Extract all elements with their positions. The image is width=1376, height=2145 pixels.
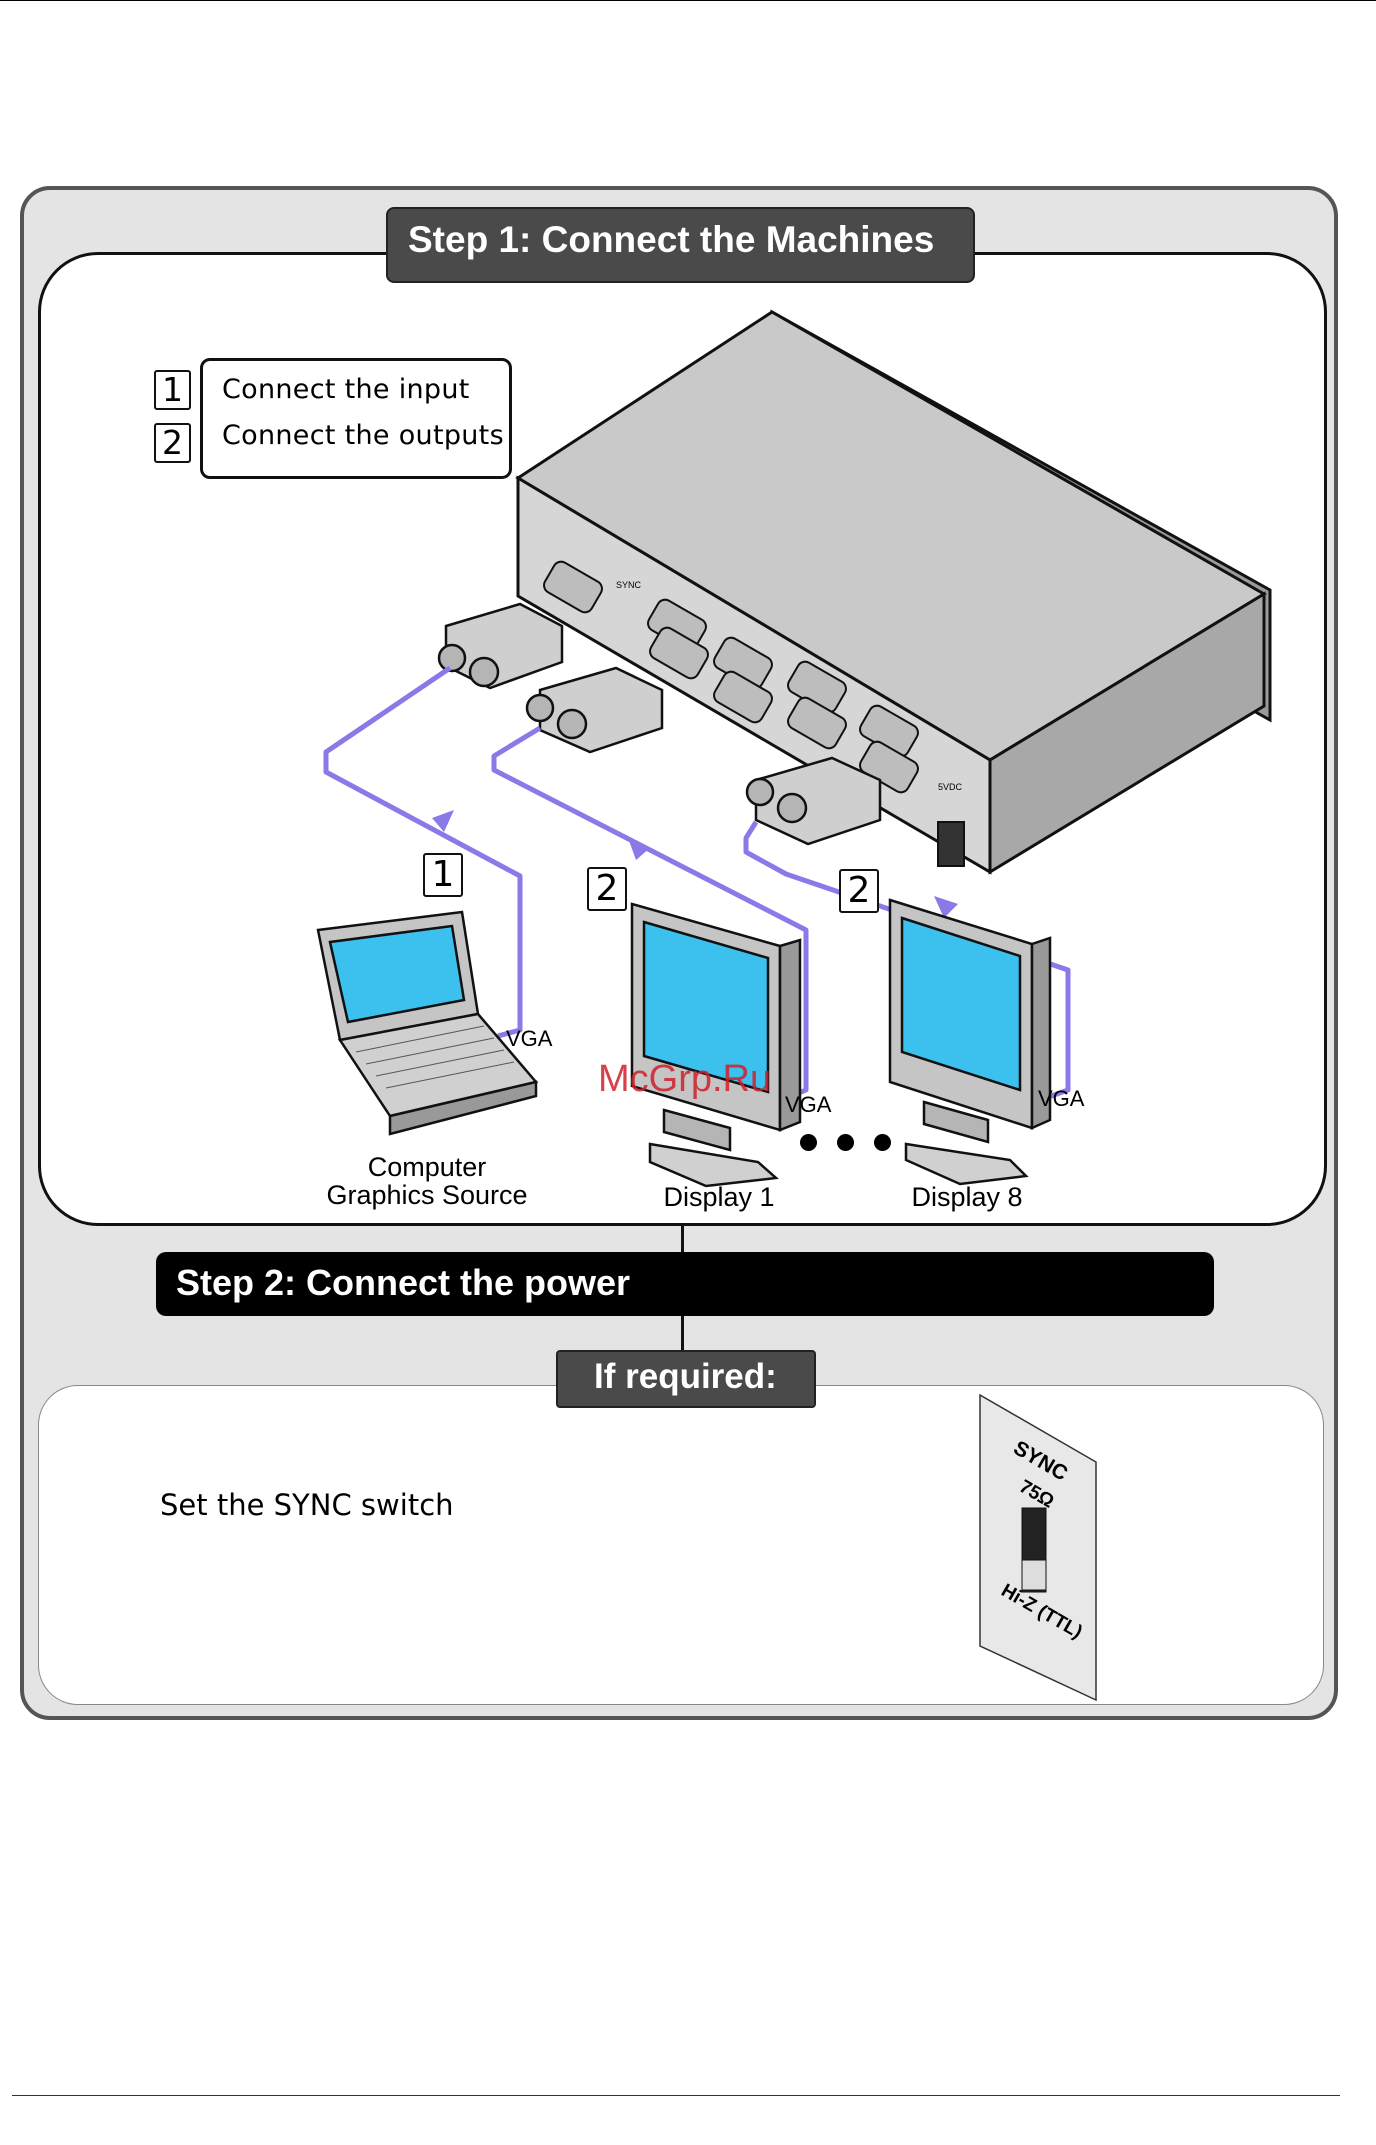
cable-arrows bbox=[432, 810, 958, 918]
sync-switch-card: SYNC 75Ω Hi-Z (TTL) bbox=[980, 1395, 1096, 1700]
callout-input: 1 bbox=[423, 853, 463, 897]
callout-output-8: 2 bbox=[839, 869, 879, 913]
display-1-monitor bbox=[632, 904, 800, 1186]
display-8-label: Display 8 bbox=[888, 1182, 1046, 1212]
sync-instruction: Set the SYNC switch bbox=[160, 1488, 454, 1522]
source-label-line2: Graphics Source bbox=[300, 1180, 554, 1210]
vga-label-source: VGA bbox=[506, 1026, 552, 1052]
display-8-monitor bbox=[890, 900, 1050, 1184]
vga-label-display-1: VGA bbox=[785, 1092, 831, 1118]
watermark: McGrp.Ru bbox=[598, 1058, 771, 1101]
rear-sync-label: SYNC bbox=[616, 580, 642, 590]
bottom-rule bbox=[12, 2095, 1340, 2096]
rear-power-label: 5VDC bbox=[938, 782, 963, 792]
source-label-line1: Computer bbox=[320, 1152, 534, 1182]
vga-label-display-8: VGA bbox=[1038, 1086, 1084, 1112]
callout-output-1: 2 bbox=[587, 867, 627, 911]
laptop-computer bbox=[318, 912, 536, 1134]
display-1-label: Display 1 bbox=[640, 1182, 798, 1212]
ellipsis-dots bbox=[800, 1134, 911, 1156]
